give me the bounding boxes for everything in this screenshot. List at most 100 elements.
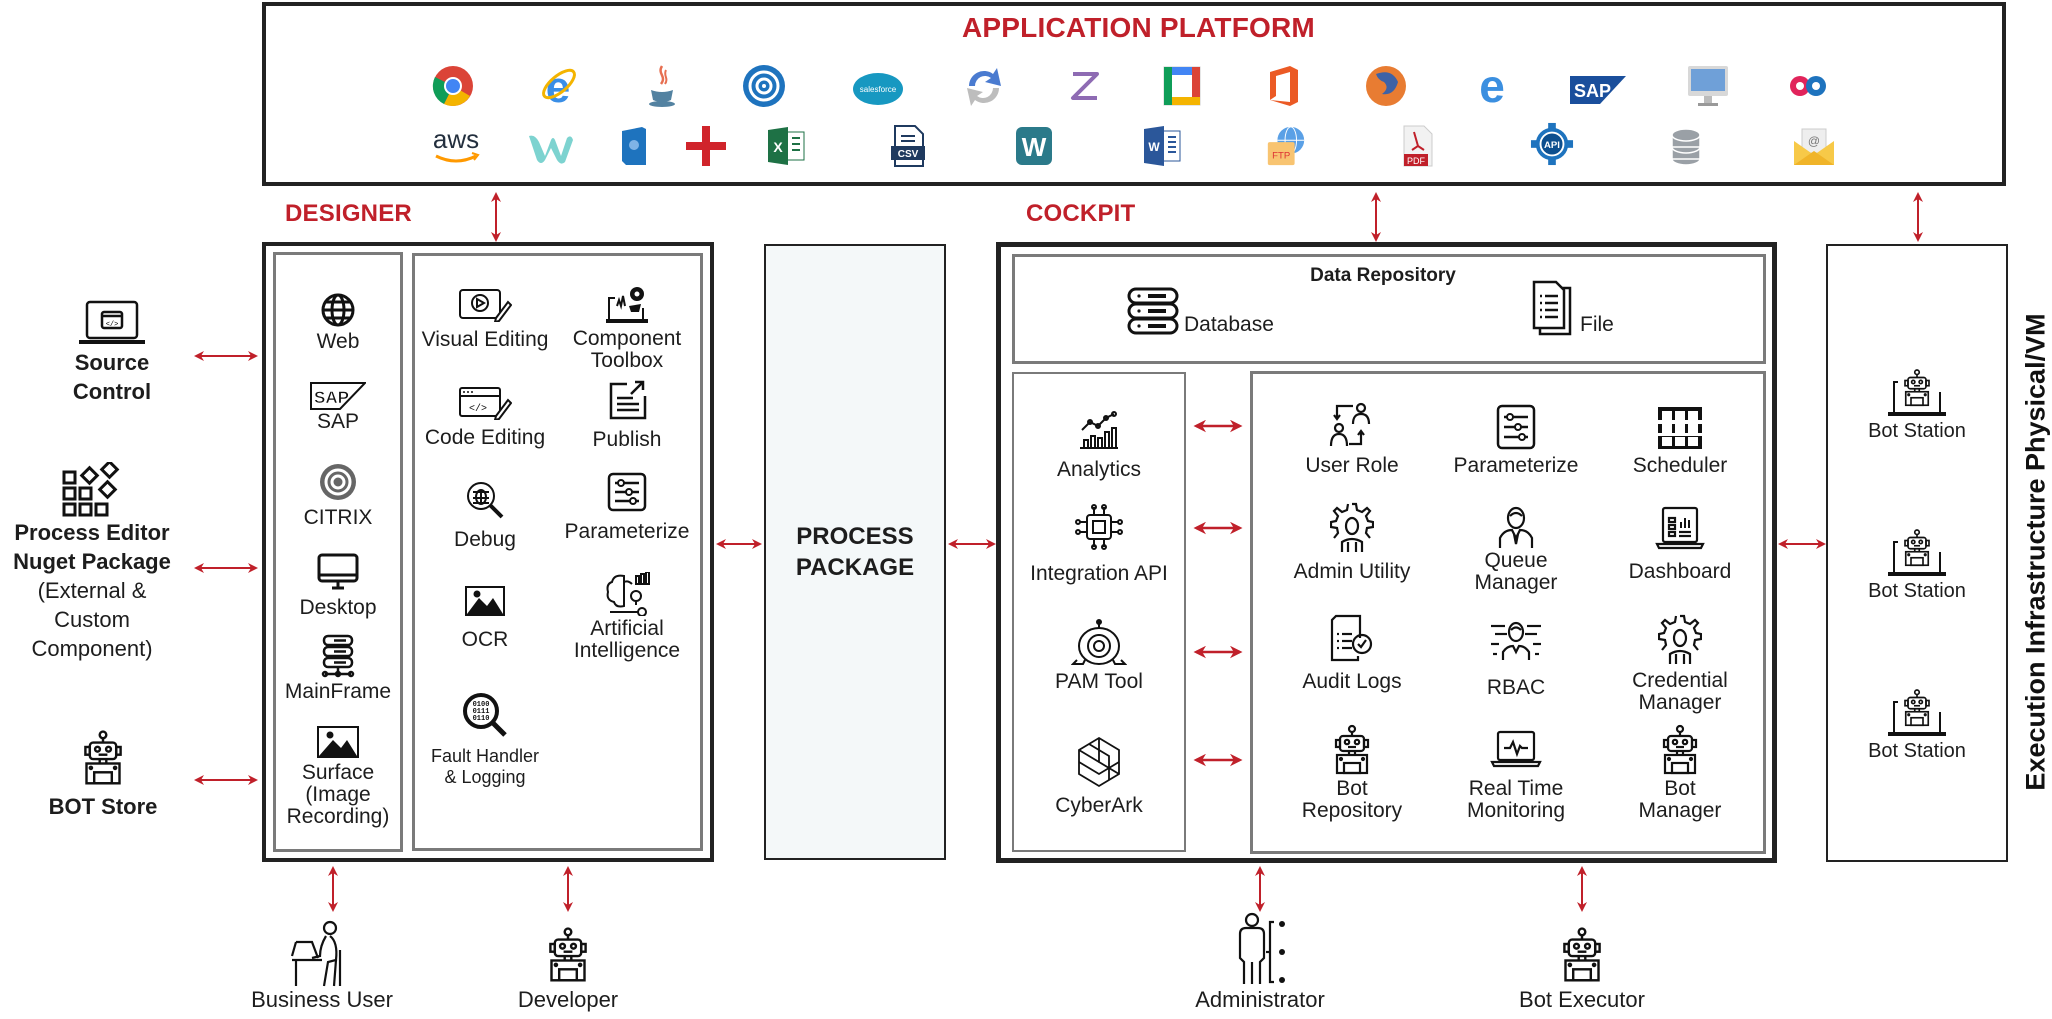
feature-visual-editing[interactable]: Visual Editing xyxy=(414,288,556,351)
feature-parameterize[interactable]: Parameterize xyxy=(556,472,698,543)
actor-business-user-label: Business User xyxy=(251,987,393,1012)
bot-station-2[interactable]: Bot Station xyxy=(1828,526,2006,603)
cockpit-platform-arrow xyxy=(1371,192,1381,242)
debug-icon xyxy=(467,482,504,519)
feature-publish[interactable]: Publish xyxy=(556,380,698,451)
analytics-modules-arrow xyxy=(1193,419,1243,433)
feature-ocr-label: OCR xyxy=(461,628,509,651)
module-scheduler[interactable]: Scheduler xyxy=(1598,406,1762,477)
repo-file-label: File xyxy=(1580,313,1614,336)
tech-desktop[interactable]: Desktop xyxy=(276,552,400,619)
feature-debug-label: Debug xyxy=(454,528,516,551)
sap-logo-icon: SAP xyxy=(1570,68,1626,112)
bot-station-1[interactable]: Bot Station xyxy=(1828,366,2006,443)
word-icon: W xyxy=(1140,124,1184,168)
bot-manager-icon xyxy=(1660,724,1700,776)
feature-debug[interactable]: Debug xyxy=(414,480,556,551)
email-icon: @ xyxy=(1792,124,1836,168)
internet-explorer-icon: e xyxy=(536,64,580,108)
feature-fault-handler-label: Fault Handler& Logging xyxy=(430,746,540,787)
sync-icon xyxy=(962,64,1006,108)
application-platform-title: APPLICATION PLATFORM xyxy=(962,12,1315,43)
developer-arrow xyxy=(563,866,573,912)
actor-bot-executor[interactable]: Bot Executor xyxy=(1492,924,1672,1011)
integration-cyberark-label: CyberArk xyxy=(1055,794,1143,817)
actor-developer[interactable]: Developer xyxy=(478,924,658,1011)
module-user-role[interactable]: User Role xyxy=(1270,402,1434,477)
bot-store-label: BOT Store xyxy=(48,794,158,819)
business-user-icon xyxy=(290,920,342,987)
bot-store-arrow xyxy=(194,775,258,785)
module-rbac[interactable]: RBAC xyxy=(1434,620,1598,699)
robot-icon xyxy=(81,730,125,786)
integration-api[interactable]: Integration API xyxy=(1014,504,1184,585)
red-cross-icon xyxy=(684,124,728,168)
feature-code-editing[interactable]: </> Code Editing xyxy=(414,386,556,449)
tech-mainframe-label: MainFrame xyxy=(284,680,392,703)
integration-pam-tool-label: PAM Tool xyxy=(1055,670,1143,693)
office-icon xyxy=(1262,64,1306,108)
tech-mainframe[interactable]: MainFrame xyxy=(276,634,400,703)
svg-text:SAP: SAP xyxy=(314,388,349,407)
svg-text:salesforce: salesforce xyxy=(860,85,897,94)
repo-database[interactable]: Database xyxy=(1126,286,1274,336)
actor-bot-executor-label: Bot Executor xyxy=(1519,987,1645,1012)
module-audit-logs[interactable]: Audit Logs xyxy=(1270,614,1434,693)
svg-text:</>: </> xyxy=(106,321,119,329)
feature-visual-editing-label: Visual Editing xyxy=(421,328,549,351)
credential-manager-icon xyxy=(1658,614,1702,664)
integration-cyberark[interactable]: CyberArk xyxy=(1014,736,1184,817)
bot-station-icon xyxy=(1888,526,1946,576)
api-icon: API xyxy=(1530,122,1574,166)
bot-station-icon xyxy=(1888,366,1946,416)
component-toolbox-icon xyxy=(606,287,648,323)
queue-manager-icon xyxy=(1498,506,1534,548)
bot-station-3[interactable]: Bot Station xyxy=(1828,686,2006,763)
module-audit-logs-label: Audit Logs xyxy=(1302,670,1402,693)
tech-web[interactable]: Web xyxy=(276,292,400,353)
actor-administrator[interactable]: Administrator xyxy=(1170,912,1350,1011)
svg-text:FTP: FTP xyxy=(1272,150,1290,161)
execution-platform-arrow xyxy=(1913,192,1923,242)
audit-logs-icon xyxy=(1330,614,1373,662)
bot-station-3-label: Bot Station xyxy=(1868,740,1966,762)
repo-file[interactable]: File xyxy=(1530,280,1614,336)
feature-ocr[interactable]: OCR xyxy=(414,586,556,651)
module-parameterize[interactable]: Parameterize xyxy=(1434,404,1598,477)
bot-store[interactable]: BOT Store xyxy=(40,730,166,821)
integration-pam-tool[interactable]: PAM Tool xyxy=(1014,618,1184,693)
tech-sap[interactable]: SAP SAP xyxy=(276,382,400,433)
file-icon xyxy=(1532,280,1572,336)
java-icon xyxy=(640,64,684,108)
integration-analytics[interactable]: Analytics xyxy=(1014,410,1184,481)
parameterize-icon xyxy=(607,472,647,512)
zoho-z-icon xyxy=(1063,64,1107,108)
actor-administrator-label: Administrator xyxy=(1195,987,1325,1012)
module-admin-utility[interactable]: Admin Utility xyxy=(1270,502,1434,583)
module-dashboard[interactable]: Dashboard xyxy=(1598,506,1762,583)
feature-code-editing-label: Code Editing xyxy=(424,426,546,449)
mainframe-icon xyxy=(321,634,355,678)
desktop-icon xyxy=(317,553,359,590)
actor-business-user[interactable]: Business User xyxy=(232,920,412,1011)
tech-citrix[interactable]: CITRIX xyxy=(276,462,400,529)
database-app-icon xyxy=(1664,124,1708,168)
firefox-icon xyxy=(1364,64,1408,108)
